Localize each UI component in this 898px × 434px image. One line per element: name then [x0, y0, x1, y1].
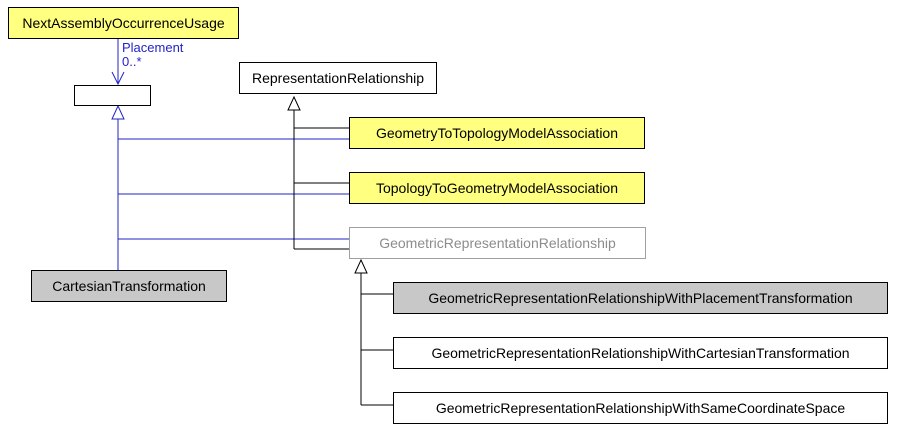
entity-label: CartesianTransformation — [52, 278, 206, 294]
entity-label: GeometricRepresentationRelationshipWithS… — [435, 400, 846, 416]
representation-relationship-tree — [293, 110, 349, 250]
unnamed-select-box[interactable] — [74, 85, 151, 106]
placement-cardinality-label: 0..* — [122, 54, 142, 69]
entity-label: GeometricRepresentationRelationshipWithC… — [431, 345, 850, 361]
entity-label: RepresentationRelationship — [252, 70, 424, 86]
entity-representation-relationship[interactable]: RepresentationRelationship — [239, 62, 437, 94]
representation-relationship-arrowhead — [287, 95, 301, 111]
placement-role-label: Placement — [122, 40, 184, 55]
entity-grr-with-placement-transformation[interactable]: GeometricRepresentationRelationshipWithP… — [393, 282, 888, 314]
entity-label: GeometryToTopologyModelAssociation — [375, 125, 618, 141]
select-inheritance-arrowhead — [111, 104, 125, 120]
entity-grr-with-same-coordinate-space[interactable]: GeometricRepresentationRelationshipWithS… — [393, 392, 888, 424]
entity-label: TopologyToGeometryModelAssociation — [375, 180, 618, 196]
entity-geometry-to-topology-model-association[interactable]: GeometryToTopologyModelAssociation — [349, 117, 645, 149]
select-generalization-tree — [117, 119, 349, 270]
entity-cartesian-transformation[interactable]: CartesianTransformation — [31, 270, 227, 302]
entity-label: NextAssemblyOccurrenceUsage — [22, 15, 225, 31]
geometric-representation-relationship-tree — [360, 273, 393, 406]
entity-label: GeometricRepresentationRelationshipWithP… — [428, 290, 853, 306]
entity-next-assembly-occurrence-usage[interactable]: NextAssemblyOccurrenceUsage — [8, 7, 239, 39]
entity-topology-to-geometry-model-association[interactable]: TopologyToGeometryModelAssociation — [349, 172, 645, 204]
entity-geometric-representation-relationship[interactable]: GeometricRepresentationRelationship — [349, 227, 646, 259]
entity-label: GeometricRepresentationRelationship — [379, 235, 616, 251]
entity-grr-with-cartesian-transformation[interactable]: GeometricRepresentationRelationshipWithC… — [393, 337, 888, 369]
placement-association — [111, 39, 125, 86]
geometric-representation-relationship-arrowhead — [354, 258, 368, 274]
